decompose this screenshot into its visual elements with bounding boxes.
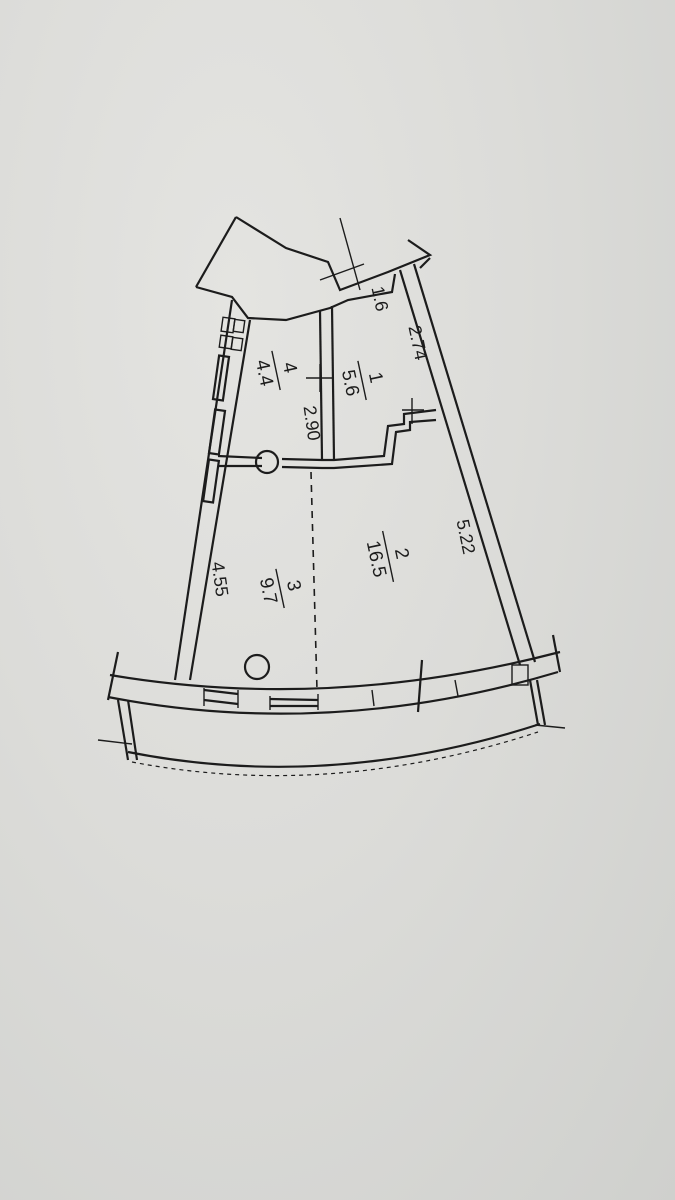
dim-4-55: 4.55 (208, 560, 233, 597)
room-2-label: 2 16.5 (362, 530, 413, 582)
dim-1-6: 1.6 (367, 284, 392, 313)
dim-2-74: 2.74 (404, 324, 431, 362)
room-3-area: 9.7 (255, 576, 281, 606)
room-3-number: 3 (282, 578, 305, 593)
bottom-facade (97, 634, 566, 777)
room-3-label: 3 9.7 (255, 568, 305, 609)
room-1-area: 5.6 (337, 368, 363, 398)
top-wall-block (195, 216, 433, 322)
room-4-label: 4 4.4 (251, 350, 301, 391)
room-4-number: 4 (278, 360, 301, 375)
inner-partitions (217, 305, 437, 691)
left-outer-wall (173, 299, 252, 681)
room-1-label: 1 5.6 (337, 360, 387, 401)
dim-5-22: 5.22 (452, 518, 479, 556)
room-4-area: 4.4 (251, 358, 277, 389)
room-2-number: 2 (390, 546, 413, 561)
room-1-number: 1 (364, 370, 387, 385)
right-outer-wall (398, 257, 537, 666)
dim-2-90: 2.90 (300, 404, 325, 441)
